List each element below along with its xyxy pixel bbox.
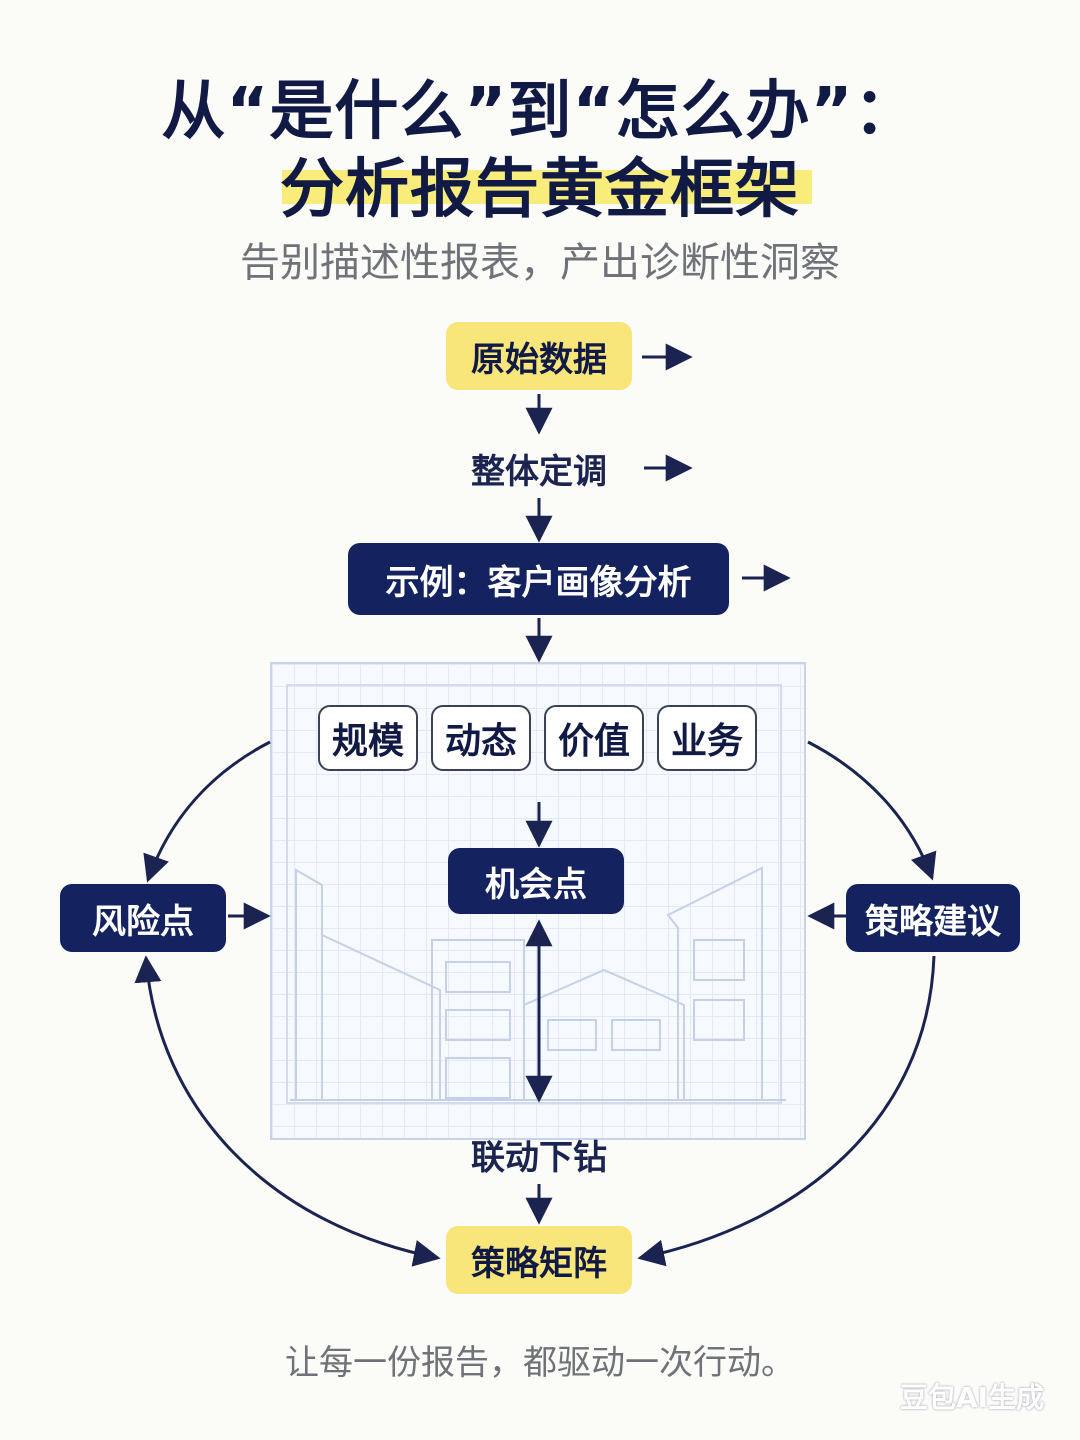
opportunity-box: 机会点 [448, 848, 624, 914]
raw-data-box: 原始数据 [446, 322, 632, 390]
loop-arrows [134, 740, 937, 1267]
dimension-business-tile: 业务 [657, 705, 757, 771]
watermark: 豆包AI生成 [900, 1381, 1045, 1414]
example-customer-profile-box: 示例：客户画像分析 [348, 543, 729, 615]
flow-arrows [228, 343, 846, 1225]
page-subtitle: 告别描述性报表，产出诊断性洞察 [240, 240, 840, 286]
strategy-matrix-box: 策略矩阵 [446, 1226, 632, 1294]
strategy-suggestion-box: 策略建议 [846, 884, 1020, 952]
dimension-dynamics-tile: 动态 [431, 705, 531, 771]
dimension-scale-tile: 规模 [318, 705, 418, 771]
linked-drilldown-label: 联动下钻 [471, 1137, 607, 1178]
title-highlight [282, 170, 812, 204]
analysis-frame-inner [286, 684, 782, 1104]
page-title-line1: 从“是什么”到“怎么办”： [161, 75, 919, 149]
dimension-value-tile: 价值 [544, 705, 644, 771]
footer-tagline: 让每一份报告，都驱动一次行动。 [285, 1343, 795, 1383]
risk-box: 风险点 [60, 884, 226, 952]
overall-tone-label: 整体定调 [471, 451, 607, 492]
page-title-line2: 分析报告黄金框架 [280, 153, 800, 227]
